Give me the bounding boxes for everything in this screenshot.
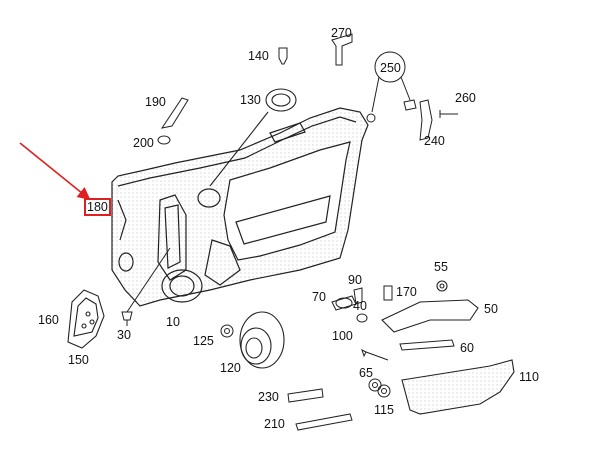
label-160[interactable]: 160: [38, 313, 59, 327]
door-inner-panel: [111, 107, 369, 307]
label-120[interactable]: 120: [220, 361, 241, 375]
label-50[interactable]: 50: [484, 302, 498, 316]
label-90[interactable]: 90: [348, 273, 362, 287]
label-240[interactable]: 240: [424, 134, 445, 148]
label-270[interactable]: 270: [331, 26, 352, 40]
part-200-clip: [157, 135, 171, 145]
label-170[interactable]: 170: [396, 285, 417, 299]
part-130-bezel: [209, 88, 297, 187]
label-110[interactable]: 110: [519, 370, 539, 384]
label-55[interactable]: 55: [434, 260, 448, 274]
part-230-210-strips: [287, 388, 353, 431]
label-10[interactable]: 10: [166, 315, 180, 329]
label-180[interactable]: 180: [84, 198, 111, 216]
label-250[interactable]: 250: [380, 61, 401, 75]
highlight-arrow: [19, 142, 91, 201]
label-65[interactable]: 65: [359, 366, 373, 380]
label-100[interactable]: 100: [332, 329, 353, 343]
label-190[interactable]: 190: [145, 95, 166, 109]
label-210[interactable]: 210: [264, 417, 285, 431]
part-70-90-100-170: [331, 285, 393, 323]
part-60-strip: [399, 339, 455, 351]
part-115-grommet: [377, 384, 391, 398]
label-40[interactable]: 40: [353, 299, 367, 313]
part-250-callout: [366, 51, 417, 123]
part-240-260: [419, 99, 458, 141]
label-200[interactable]: 200: [133, 136, 154, 150]
label-115[interactable]: 115: [374, 403, 394, 417]
part-50-55-handle: [381, 280, 479, 333]
label-230[interactable]: 230: [258, 390, 279, 404]
part-110-lower-trim: [401, 359, 515, 415]
label-125[interactable]: 125: [193, 334, 214, 348]
label-30[interactable]: 30: [117, 328, 131, 342]
part-125-grommet: [220, 324, 234, 338]
part-30-clip: [121, 247, 171, 326]
label-130[interactable]: 130: [240, 93, 261, 107]
label-60[interactable]: 60: [460, 341, 474, 355]
part-190-trim: [160, 97, 189, 129]
label-140[interactable]: 140: [248, 49, 269, 63]
label-150[interactable]: 150: [68, 353, 89, 367]
part-270-clip: [331, 33, 353, 66]
part-65-screw: [361, 349, 389, 392]
label-260[interactable]: 260: [455, 91, 476, 105]
label-70[interactable]: 70: [312, 290, 326, 304]
part-150-160-cover: [67, 289, 105, 349]
part-140-fastener: [278, 47, 288, 65]
part-120-speaker: [239, 311, 285, 369]
